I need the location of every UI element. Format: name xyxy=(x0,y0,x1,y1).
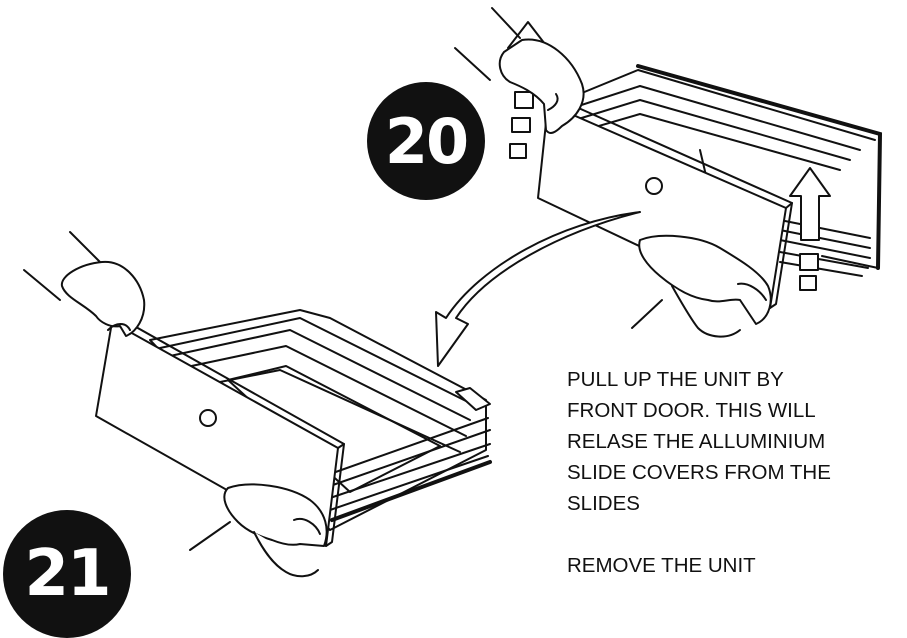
transition-arrow xyxy=(435,211,641,367)
step-20-number: 20 xyxy=(384,104,469,178)
instruction-line: FRONT DOOR. THIS WILL xyxy=(567,399,816,422)
step-20-badge: 20 xyxy=(367,82,485,200)
step-20-hand-left xyxy=(454,7,585,134)
step-21-hand-left xyxy=(23,231,146,337)
illustration xyxy=(23,7,883,578)
instruction-line: PULL UP THE UNIT BY xyxy=(567,368,784,391)
paragraph-gap xyxy=(567,519,902,550)
instruction-text: PULL UP THE UNIT BY FRONT DOOR. THIS WIL… xyxy=(567,364,902,581)
step-21-hand-right xyxy=(189,483,328,578)
instruction-line: RELASE THE ALLUMINIUM xyxy=(567,430,826,453)
step-20-hand-right xyxy=(631,234,772,338)
instruction-line: SLIDES xyxy=(567,492,640,515)
step-21-badge: 21 xyxy=(3,510,131,638)
step-20-lift-arrow-right xyxy=(789,167,831,291)
diagram-stage: 20 21 PULL UP THE UNIT BY FRONT DOOR. TH… xyxy=(3,7,902,638)
instruction-line: SLIDE COVERS FROM THE xyxy=(567,461,831,484)
instruction-final-line: REMOVE THE UNIT xyxy=(567,554,756,577)
step-21-number: 21 xyxy=(24,537,111,611)
